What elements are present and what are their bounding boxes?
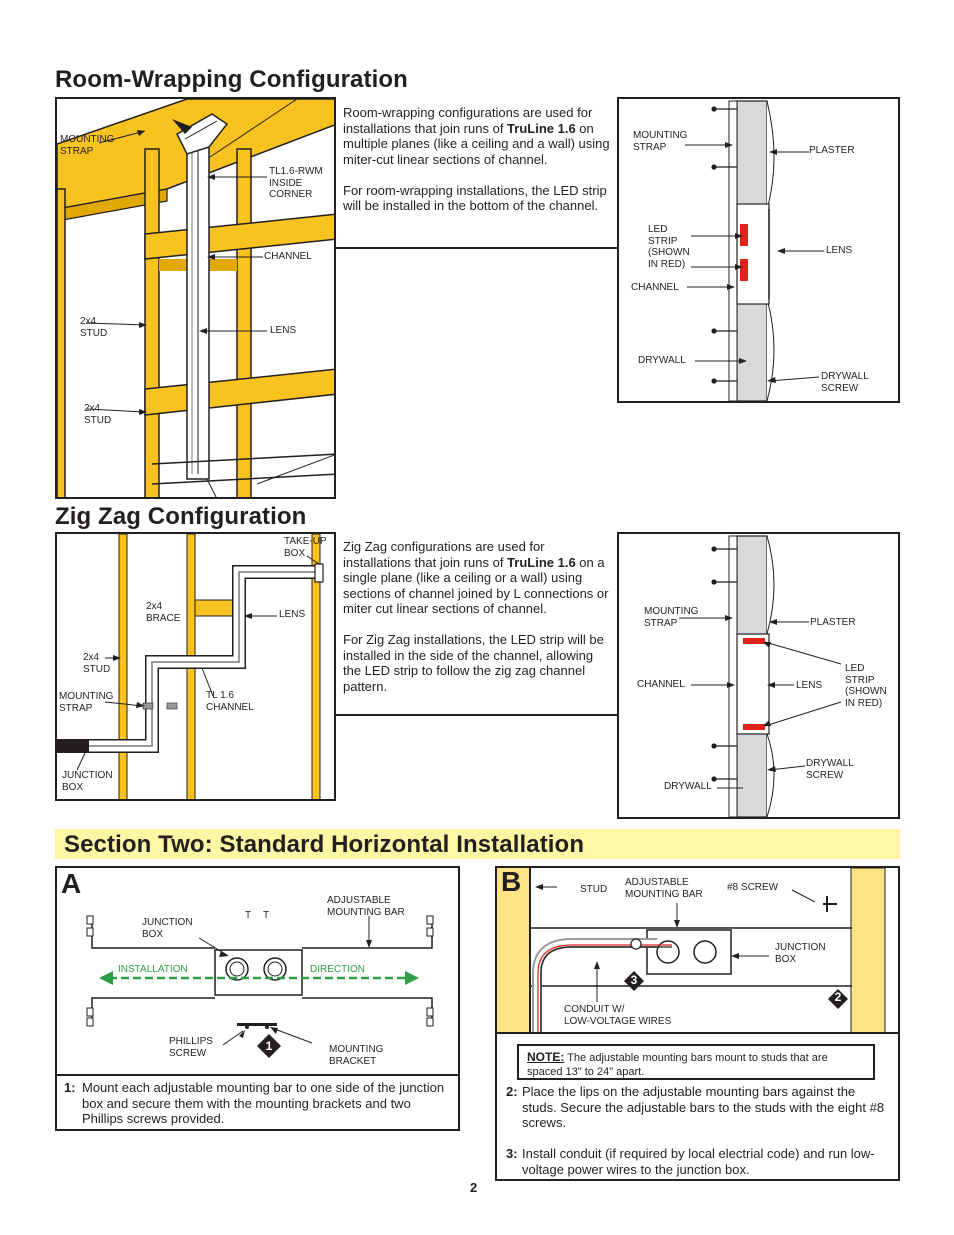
note-box: NOTE: The adjustable mounting bars mount… xyxy=(517,1044,875,1080)
svg-text:T: T xyxy=(245,910,251,921)
label-phillips-screw: PHILLIPS SCREW xyxy=(169,1036,213,1059)
step-2-text: 2: Place the lips on the adjustable moun… xyxy=(506,1084,886,1131)
panel-a-letter: A xyxy=(61,868,82,899)
step-3-text: 3: Install conduit (if required by local… xyxy=(506,1146,886,1177)
label-stud: 2x4 STUD xyxy=(84,403,112,426)
room-wrapping-framing-illustration: MOUNTING STRAP TL1.6-RWM INSIDE CORNER C… xyxy=(55,97,336,499)
label-lens: LENS xyxy=(796,680,823,691)
label-direction: DIRECTION xyxy=(310,964,365,975)
label-drywall-screw: DRYWALL SCREW xyxy=(806,758,854,781)
panel-b-letter: B xyxy=(501,866,522,897)
label-stud: 2x4 STUD xyxy=(80,316,108,339)
step-3-description: Install conduit (if required by local el… xyxy=(522,1146,875,1177)
label-led-strip: LED STRIP (SHOWN IN RED) xyxy=(845,663,887,709)
label-junction-box: JUNCTION BOX xyxy=(142,917,193,940)
room-wrapping-text-1a: Room-wrapping configurations are used fo… xyxy=(343,105,593,136)
label-channel: CHANNEL xyxy=(631,282,679,293)
label-channel: CHANNEL xyxy=(264,251,312,262)
label-take-up-box: TAKE-UP BOX xyxy=(284,536,327,559)
cross-section-drawing xyxy=(679,535,842,818)
brand-name: TruLine 1.6 xyxy=(507,120,576,136)
label-adjustable-mounting-bar: ADJUSTABLE MOUNTING BAR xyxy=(327,895,405,918)
panel-b-instructions: NOTE: The adjustable mounting bars mount… xyxy=(495,1032,900,1181)
panel-b-illustration: B STUD ADJUSTABLE MOUNTING BAR #8 SCREW … xyxy=(495,866,900,1035)
brand-name: TruLine 1.6 xyxy=(507,554,576,570)
zig-zag-text-1b: on a single plane (like a ceiling or a w… xyxy=(343,554,609,617)
room-wrapping-cross-section: MOUNTING STRAP PLASTER LED STRIP (SHOWN … xyxy=(617,97,900,403)
room-wrapping-description: Room-wrapping configurations are used fo… xyxy=(343,105,611,214)
label-installation: INSTALLATION xyxy=(118,964,188,975)
svg-text:T: T xyxy=(263,910,269,921)
label-junction-box: JUNCTION BOX xyxy=(62,770,113,793)
label-drywall: DRYWALL xyxy=(664,781,712,792)
page-number: 2 xyxy=(470,1180,478,1195)
zig-zag-cross-section: MOUNTING STRAP PLASTER LED STRIP (SHOWN … xyxy=(617,532,900,819)
label-lens: LENS xyxy=(270,325,297,336)
label-plaster: PLASTER xyxy=(809,145,855,156)
note-label: NOTE: xyxy=(527,1050,565,1064)
label-conduit: CONDUIT W/ LOW-VOLTAGE WIRES xyxy=(564,1004,672,1027)
panel-a-instructions: 1: Mount each adjustable mounting bar to… xyxy=(55,1074,460,1131)
zig-zag-text-1a: Zig Zag configurations are used for inst… xyxy=(343,539,545,570)
label-mounting-strap: MOUNTING STRAP xyxy=(59,691,114,714)
label-junction-box: JUNCTION BOX xyxy=(775,942,826,965)
zig-zag-title: Zig Zag Configuration xyxy=(55,503,307,530)
zigzag-drawing xyxy=(57,534,324,799)
zig-zag-framing-illustration: TAKE-UP BOX 2x4 BRACE LENS 2x4 STUD MOUN… xyxy=(55,532,336,801)
step-badge-2: 2 xyxy=(834,990,842,1004)
step-1-description: Mount each adjustable mounting bar to on… xyxy=(82,1080,445,1126)
cross-section-drawing xyxy=(685,100,824,402)
step-1-number: 1: xyxy=(64,1080,76,1095)
panel-a-drawing: T T xyxy=(86,910,434,1058)
panel-a-illustration: T T A JUNCTION BOX ADJUSTABLE MOUNTING B… xyxy=(55,866,460,1076)
room-wrapping-text-1b: on multiple planes (like a ceiling and a… xyxy=(343,120,610,167)
panel-b-drawing xyxy=(497,867,886,1035)
step-3-number: 3: xyxy=(506,1146,518,1161)
label-mounting-bracket: MOUNTING BRACKET xyxy=(329,1044,384,1067)
label-stud: STUD xyxy=(580,884,608,895)
step-badge-1: 1 xyxy=(265,1039,273,1053)
zig-zag-text-2: For Zig Zag installations, the LED strip… xyxy=(343,632,604,694)
label-lens: LENS xyxy=(279,609,306,620)
label-channel: TL 1.6 CHANNEL xyxy=(206,690,254,713)
label-screw: #8 SCREW xyxy=(727,882,779,893)
note-text: The adjustable mounting bars mount to st… xyxy=(527,1052,828,1078)
step-2-description: Place the lips on the adjustable mountin… xyxy=(522,1084,885,1130)
label-lens: LENS xyxy=(826,245,853,256)
label-adjustable-mounting-bar: ADJUSTABLE MOUNTING BAR xyxy=(625,877,703,900)
section-two-title: Section Two: Standard Horizontal Install… xyxy=(64,831,585,858)
label-plaster: PLASTER xyxy=(810,617,856,628)
label-led-strip: LED STRIP (SHOWN IN RED) xyxy=(648,224,690,270)
label-stud: 2x4 STUD xyxy=(83,652,111,675)
step-badge-3: 3 xyxy=(630,973,638,987)
framing-drawing xyxy=(57,99,334,497)
step-1-text: 1: Mount each adjustable mounting bar to… xyxy=(64,1080,449,1127)
label-mounting-strap: MOUNTING STRAP xyxy=(633,130,688,153)
label-drywall: DRYWALL xyxy=(638,355,686,366)
room-wrapping-title: Room-Wrapping Configuration xyxy=(55,66,408,93)
label-inside-corner: TL1.6-RWM INSIDE CORNER xyxy=(269,166,323,200)
label-mounting-strap: MOUNTING STRAP xyxy=(60,134,115,157)
label-drywall-screw: DRYWALL SCREW xyxy=(821,371,869,394)
zig-zag-description: Zig Zag configurations are used for inst… xyxy=(343,539,611,694)
label-channel: CHANNEL xyxy=(637,679,685,690)
step-2-number: 2: xyxy=(506,1084,518,1099)
section-two-band xyxy=(55,829,900,859)
divider xyxy=(336,247,618,249)
label-mounting-strap: MOUNTING STRAP xyxy=(644,606,699,629)
room-wrapping-text-2: For room-wrapping installations, the LED… xyxy=(343,182,607,214)
divider xyxy=(336,714,618,716)
label-brace: 2x4 BRACE xyxy=(146,601,181,624)
